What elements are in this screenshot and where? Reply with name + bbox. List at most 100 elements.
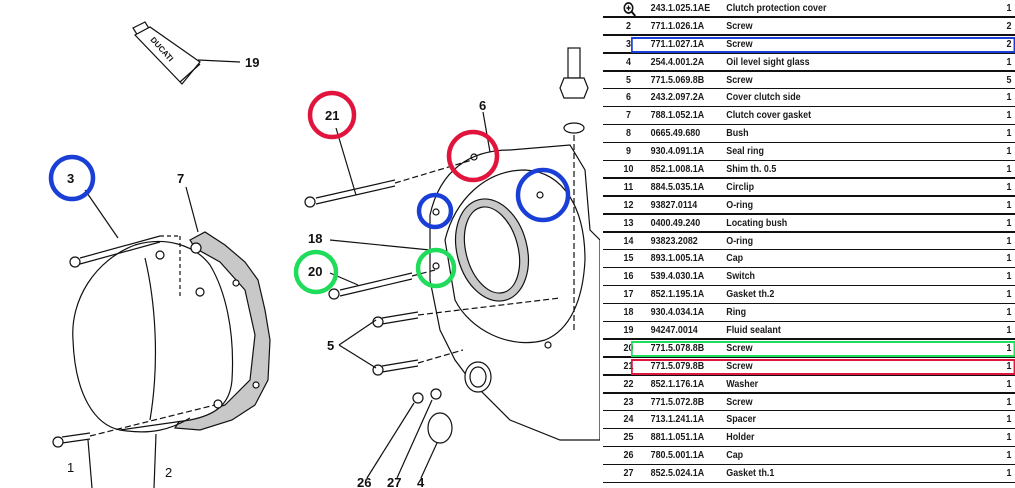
part-description: Washer xyxy=(726,377,759,390)
part-quantity: 1 xyxy=(1006,55,1012,68)
part-description: Gasket th.1 xyxy=(726,467,775,480)
part-description: Clutch protection cover xyxy=(726,2,827,14)
part-number: 4 xyxy=(626,55,631,68)
part-code: 771.1.027.1A xyxy=(650,37,705,50)
part-description: Locating bush xyxy=(726,216,788,229)
part-description: Circlip xyxy=(726,180,755,193)
part-description: Cover clutch side xyxy=(726,91,801,104)
row-divider xyxy=(603,34,1015,36)
part-number: 3 xyxy=(626,37,631,50)
part-code: 881.1.051.1A xyxy=(650,431,705,444)
part-quantity: 1 xyxy=(1006,109,1012,122)
part-description: Cap xyxy=(726,449,744,462)
magnifier-plus-icon[interactable] xyxy=(623,1,637,17)
part-quantity: 1 xyxy=(1006,2,1012,14)
row-divider xyxy=(603,177,1015,179)
callout-1: 1 xyxy=(67,460,74,475)
callout-2: 2 xyxy=(165,465,172,480)
part-number: 15 xyxy=(623,252,634,265)
oil-sight-glass-part[interactable] xyxy=(427,412,453,444)
part-number: 23 xyxy=(623,395,634,408)
part-number: 11 xyxy=(623,180,634,193)
row-divider xyxy=(603,213,1015,215)
row-divider xyxy=(603,374,1015,376)
row-divider xyxy=(603,427,1015,430)
callout-26: 26 xyxy=(357,475,371,488)
part-number: 17 xyxy=(623,288,634,301)
highlight-circle-callout-3 xyxy=(48,154,96,202)
highlight-circle-hole-red xyxy=(446,129,500,183)
exploded-parts-diagram: DUCATI xyxy=(48,21,600,488)
part-quantity: 1 xyxy=(1006,449,1012,462)
highlight-circle-callout-21 xyxy=(307,90,357,140)
part-code: 0665.49.680 xyxy=(650,127,701,140)
part-number: 24 xyxy=(623,413,634,426)
highlight-circle-hole-green xyxy=(415,247,457,289)
part-description: Screw xyxy=(726,359,753,372)
part-code: 852.5.024.1A xyxy=(650,467,705,480)
part-number: 10 xyxy=(623,163,634,176)
row-divider xyxy=(603,52,1015,54)
part-quantity: 1 xyxy=(1006,306,1012,319)
part-description: Clutch cover gasket xyxy=(726,109,812,122)
screw-1-part[interactable] xyxy=(52,404,216,448)
cap-26-part[interactable] xyxy=(412,392,424,404)
part-number: 9 xyxy=(626,145,631,158)
part-code: 852.1.176.1A xyxy=(650,377,705,390)
part-number: 14 xyxy=(623,234,634,247)
part-quantity: 2 xyxy=(1006,37,1012,50)
part-code: 713.1.241.1A xyxy=(650,413,705,426)
part-description: Oil level sight glass xyxy=(726,55,810,68)
screw-20-part[interactable] xyxy=(328,269,436,300)
part-code: 780.5.001.1A xyxy=(650,449,705,462)
part-description: Holder xyxy=(726,431,755,444)
part-code: 539.4.030.1A xyxy=(650,270,705,283)
gasket-27-part[interactable] xyxy=(430,388,442,400)
cover-clutch-side-part[interactable] xyxy=(429,144,600,441)
part-code: 852.1.195.1A xyxy=(650,288,705,301)
part-quantity: 1 xyxy=(1006,395,1012,408)
clutch-protection-cover-part[interactable] xyxy=(72,231,271,433)
part-description: Screw xyxy=(726,19,753,32)
row-divider xyxy=(603,409,1015,412)
callout-27: 27 xyxy=(387,475,401,488)
screw-3-part[interactable] xyxy=(69,235,181,298)
row-divider xyxy=(603,392,1015,394)
part-code: 852.1.008.1A xyxy=(650,163,705,176)
part-number: 21 xyxy=(623,359,634,372)
part-code: 93827.0114 xyxy=(650,198,698,211)
part-number: 22 xyxy=(623,377,634,390)
sealant-tube-part[interactable]: DUCATI xyxy=(132,21,241,85)
switch-part[interactable] xyxy=(559,47,589,330)
highlight-circle-hole-blue-large xyxy=(515,167,571,223)
callout-7: 7 xyxy=(177,171,184,186)
callout-5: 5 xyxy=(327,338,334,353)
